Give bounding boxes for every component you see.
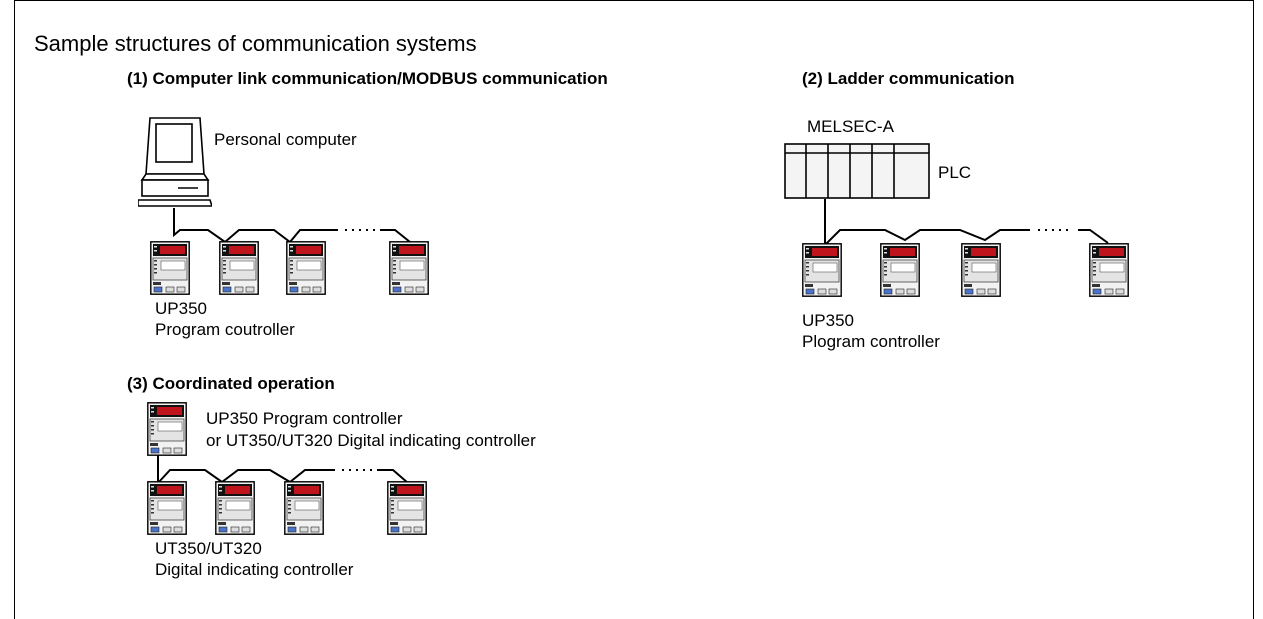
controller-unit-icon [286,241,326,295]
section-1-heading: (1) Computer link communication/MODBUS c… [127,69,608,88]
controller-unit-icon [961,243,1001,297]
section-2-heading: (2) Ladder communication [802,69,1015,88]
personal-computer-icon [138,117,212,207]
controller-unit-icon [880,243,920,297]
controller-unit-icon [147,402,187,456]
controller-unit-icon [387,481,427,535]
section-1-device-model: UP350 [155,299,207,318]
controller-unit-icon [284,481,324,535]
section-2-device-desc: Plogram controller [802,332,940,351]
page-title: Sample structures of communication syste… [34,31,477,56]
plc-model-label: MELSEC-A [807,117,894,136]
section-3-heading: (3) Coordinated operation [127,374,335,393]
controller-unit-icon [147,481,187,535]
section-3-device-desc: Digital indicating controller [155,560,354,579]
controller-unit-icon [1089,243,1129,297]
controller-unit-icon [215,481,255,535]
section-2-device-model: UP350 [802,311,854,330]
section-1-device-desc: Program coutroller [155,320,295,339]
section-3-device-model: UT350/UT320 [155,539,262,558]
personal-computer-label: Personal computer [214,130,357,149]
section-3-master-line2: or UT350/UT320 Digital indicating contro… [206,431,536,450]
controller-unit-icon [219,241,259,295]
diagram-frame [14,0,1254,619]
plc-rack-icon [784,143,930,199]
controller-unit-icon [389,241,429,295]
section-3-master-line1: UP350 Program controller [206,409,403,428]
controller-unit-icon [802,243,842,297]
plc-label: PLC [938,163,972,182]
controller-unit-icon [150,241,190,295]
